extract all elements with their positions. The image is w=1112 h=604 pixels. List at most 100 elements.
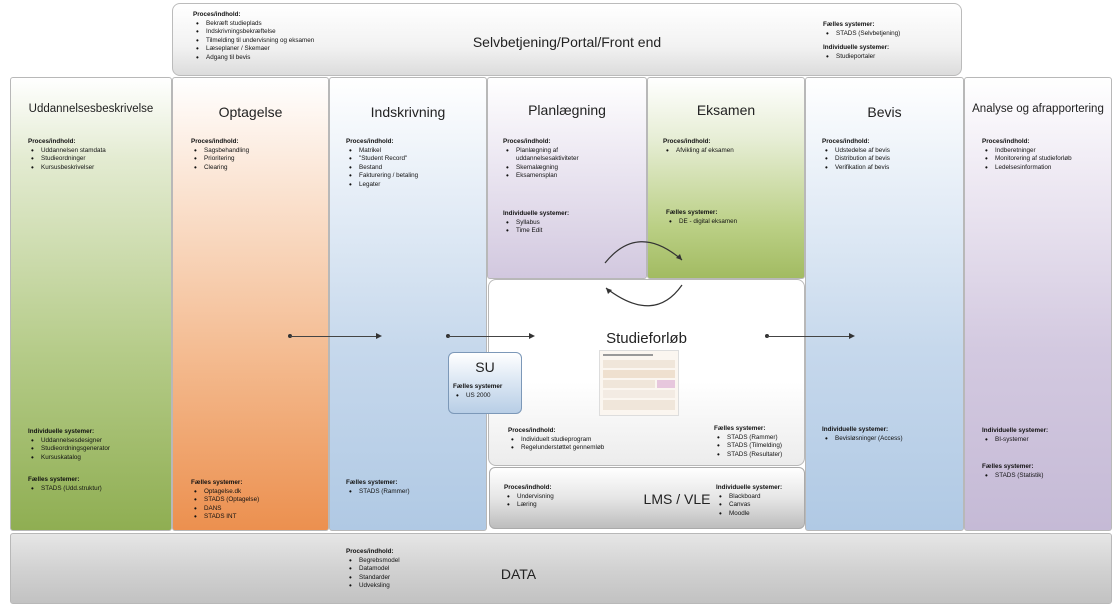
shared-systems-header: Fælles systemer: <box>191 479 243 486</box>
list-item: Læring <box>504 501 594 510</box>
flow-arrow-head <box>529 333 535 339</box>
list-item: DE - digital eksamen <box>666 218 801 227</box>
shared-systems-list: DE - digital eksamen <box>666 218 801 227</box>
shared-systems-block: Fælles systemer: STADS (Rammer)STADS (Ti… <box>714 425 804 459</box>
shared-systems-list: STADS (Selvbetjening) <box>823 30 953 39</box>
column-uddannelsesbeskrivelse: Uddannelsesbeskrivelse Proces/indhold: U… <box>10 77 172 531</box>
list-item: Standarder <box>346 574 466 583</box>
list-item: Canvas <box>716 501 806 510</box>
list-item: STADS (Tilmelding) <box>714 442 804 451</box>
individual-systems-list: Bevisløsninger (Access) <box>822 435 962 444</box>
process-block: Proces/indhold: Afvikling af eksamen <box>663 138 798 155</box>
process-header: Proces/indhold: <box>193 11 241 18</box>
shared-systems-list: STADS (Statistik) <box>982 472 1110 481</box>
shared-systems-header: Fælles systemer: <box>666 209 718 216</box>
list-item: Adgang til bevis <box>193 54 373 63</box>
list-item: Udstedelse af bevis <box>822 147 962 156</box>
column-title: Optagelse <box>218 104 283 120</box>
process-block: Proces/indhold: BegrebsmodelDatamodelSta… <box>346 548 466 591</box>
individual-systems-block: Individuelle systemer: Bevisløsninger (A… <box>822 426 962 443</box>
column-planlaegning: Planlægning Proces/indhold: Planlægning … <box>487 77 647 279</box>
list-item: STADS (Rammer) <box>714 434 804 443</box>
process-header: Proces/indhold: <box>503 138 551 145</box>
su-box: SU Fælles systemer US 2000 <box>448 352 522 414</box>
selvbetjening-title: Selvbetjening/Portal/Front end <box>472 34 662 50</box>
list-item: STADS (Rammer) <box>346 488 486 497</box>
flow-arrow-line <box>290 336 377 337</box>
list-item: Moodle <box>716 510 806 519</box>
process-list: BegrebsmodelDatamodelStandarderUdvekslin… <box>346 557 466 591</box>
column-bevis: Bevis Proces/indhold: Udstedelse af bevi… <box>805 77 964 531</box>
process-header: Proces/indhold: <box>346 548 394 555</box>
process-header: Proces/indhold: <box>822 138 870 145</box>
individual-systems-header: Individuelle systemer: <box>823 44 890 52</box>
list-item: Verifikation af bevis <box>822 164 962 173</box>
shared-systems-list: STADS (Rammer)STADS (Tilmelding)STADS (R… <box>714 434 804 460</box>
flow-arrow-line <box>767 336 850 337</box>
list-item: Indskrivningsbekræftelse <box>193 28 373 37</box>
column-title: Analyse og afrapportering <box>972 103 1104 115</box>
individual-systems-list: Studieportaler <box>823 53 953 62</box>
shared-systems-block: Fælles systemer US 2000 <box>453 383 521 400</box>
list-item: Time Edit <box>503 227 633 236</box>
list-item: Individuelt studieprogram <box>508 436 658 445</box>
list-item: Uddannelsen stamdata <box>28 147 168 156</box>
column-optagelse: Optagelse Proces/indhold: Sagsbehandling… <box>172 77 329 531</box>
shared-systems-header: Fælles systemer: <box>346 479 398 486</box>
individual-systems-header: Individuelle systemer: <box>503 210 570 217</box>
process-block: Proces/indhold: Planlægning af uddannels… <box>503 138 618 181</box>
individual-systems-list: BI-systemer <box>982 436 1110 445</box>
list-item: Monitorering af studieforløb <box>982 155 1110 164</box>
process-header: Proces/indhold: <box>663 138 711 145</box>
list-item: STADS (Resultater) <box>714 451 804 460</box>
process-block: Proces/indhold: SagsbehandlingPrioriteri… <box>191 138 326 172</box>
individual-systems-block: Individuelle systemer: SyllabusTime Edit <box>503 210 633 236</box>
shared-systems-header: Fælles systemer: <box>714 425 766 432</box>
process-block: Proces/indhold: IndberetningerMonitoreri… <box>982 138 1110 172</box>
selvbetjening-process: Proces/indhold: Bekræft studiepladsIndsk… <box>193 11 373 63</box>
process-block: Proces/indhold: UndervisningLæring <box>504 484 594 510</box>
list-item: US 2000 <box>453 392 521 401</box>
individual-systems-list: UddannelsesdesignerStudieordningsgenerat… <box>28 437 168 463</box>
list-item: Datamodel <box>346 565 466 574</box>
list-item: Matrikel <box>346 147 486 156</box>
list-item: Prioritering <box>191 155 326 164</box>
studieforloeb-title: Studieforløb <box>606 330 687 347</box>
list-item: Kursusbeskrivelser <box>28 164 168 173</box>
list-item: Kursuskatalog <box>28 454 168 463</box>
individual-systems-block: Individuelle systemer: Uddannelsesdesign… <box>28 428 168 462</box>
shared-systems-header: Fælles systemer: <box>823 21 875 28</box>
process-header: Proces/indhold: <box>346 138 394 145</box>
individual-systems-list: SyllabusTime Edit <box>503 219 633 236</box>
column-title: Uddannelsesbeskrivelse <box>28 103 154 115</box>
list-item: STADS (Optagelse) <box>191 496 326 505</box>
process-header: Proces/indhold: <box>504 484 552 491</box>
list-item: STADS (Udd.struktur) <box>28 485 168 494</box>
list-item: Syllabus <box>503 219 633 228</box>
list-item: Udveksling <box>346 582 466 591</box>
list-item: "Student Record" <box>346 155 486 164</box>
flow-arrow-head <box>376 333 382 339</box>
individual-systems-list: BlackboardCanvasMoodle <box>716 493 806 519</box>
list-item: Bekræft studieplads <box>193 20 373 29</box>
list-item: Clearing <box>191 164 326 173</box>
list-item: Læseplaner / Skemaer <box>193 45 373 54</box>
process-list: UndervisningLæring <box>504 493 594 510</box>
shared-systems-list: STADS (Udd.struktur) <box>28 485 168 494</box>
selvbetjening-box: Selvbetjening/Portal/Front end Proces/in… <box>172 3 962 76</box>
flow-arrow-head <box>849 333 855 339</box>
list-item: Sagsbehandling <box>191 147 326 156</box>
su-title: SU <box>475 359 495 375</box>
list-item: Blackboard <box>716 493 806 502</box>
shared-systems-list: Optagelse.dkSTADS (Optagelse)DANSSTADS I… <box>191 488 326 522</box>
shared-systems-header: Fælles systemer: <box>982 463 1034 470</box>
list-item: Begrebsmodel <box>346 557 466 566</box>
shared-systems-block: Fælles systemer: STADS (Udd.struktur) <box>28 476 168 493</box>
flow-arrow-line <box>448 336 530 337</box>
list-item: Eksamensplan <box>503 172 618 181</box>
process-block: Proces/indhold: Udstedelse af bevisDistr… <box>822 138 962 172</box>
list-item: STADS (Selvbetjening) <box>823 30 953 39</box>
process-list: SagsbehandlingPrioriteringClearing <box>191 147 326 173</box>
individual-systems-header: Individuelle systemer: <box>822 426 889 433</box>
process-header: Proces/indhold: <box>28 138 76 145</box>
